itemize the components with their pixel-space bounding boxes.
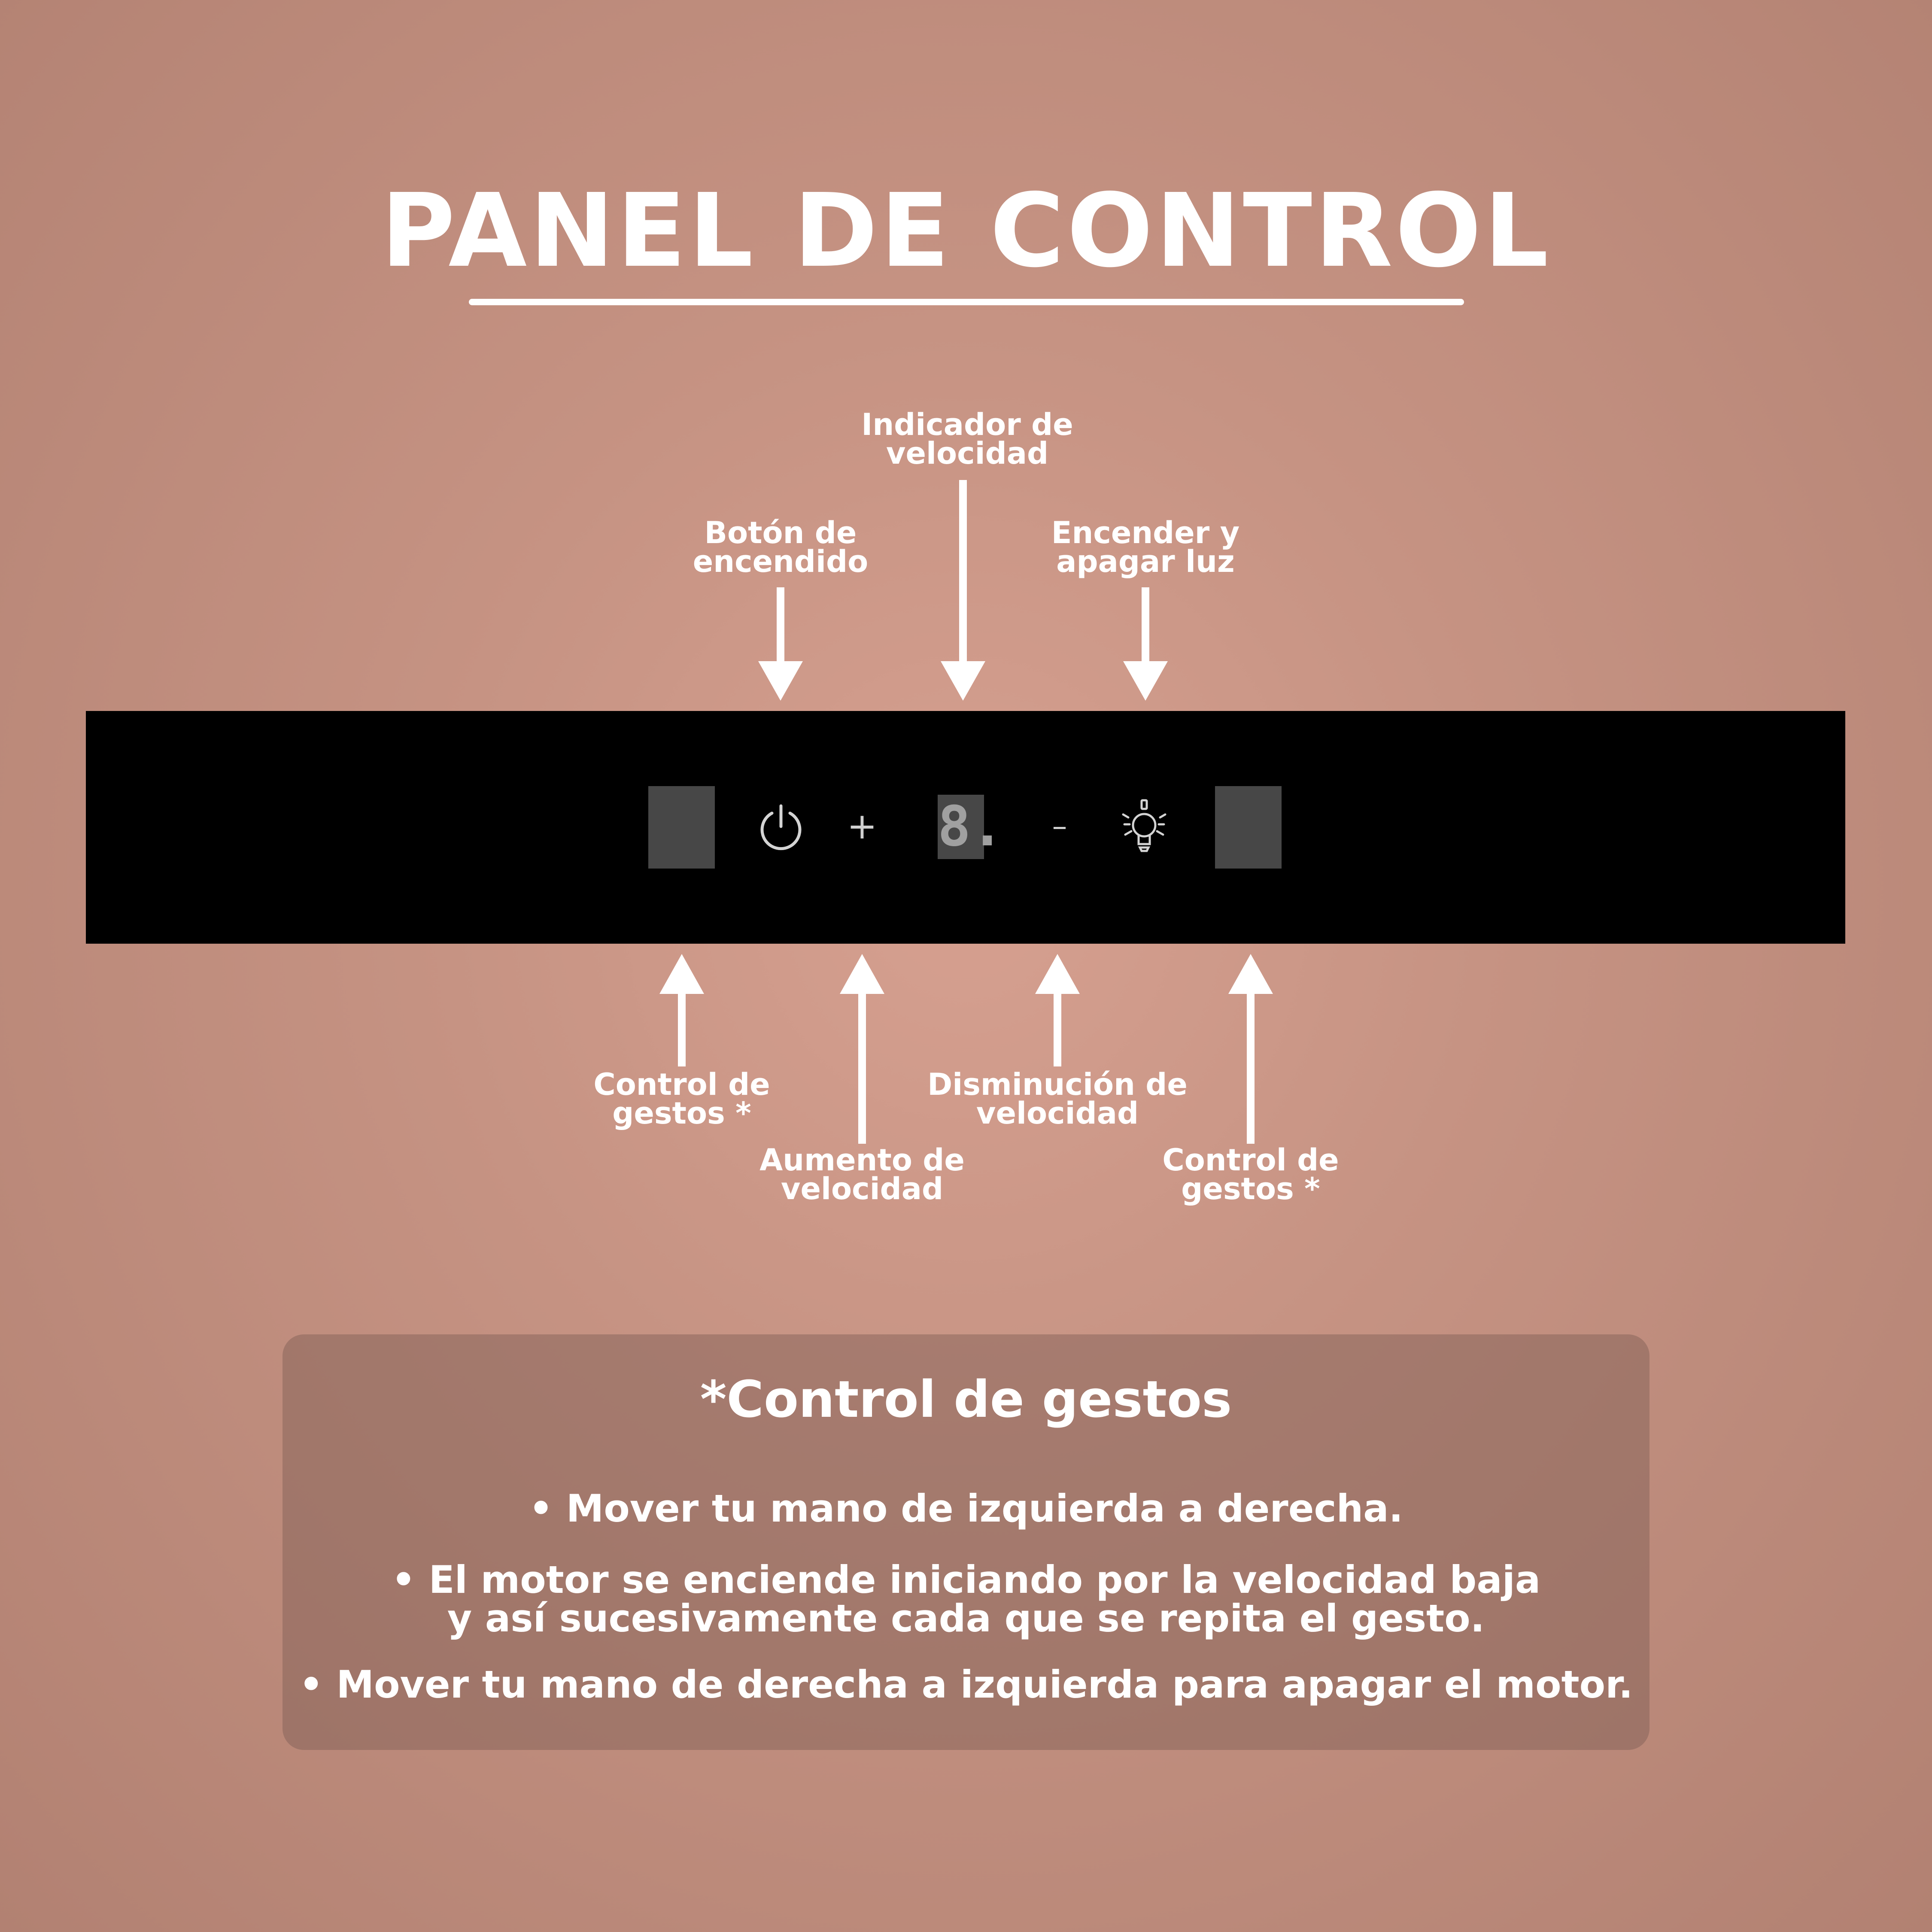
callout-line: Indicador de — [861, 407, 1073, 442]
callout-line: Control de — [593, 1067, 770, 1102]
arrow-down-power — [758, 587, 803, 701]
arrow-up-gesture-left — [659, 954, 704, 1066]
callout-line: Disminución de — [927, 1067, 1188, 1102]
callout-line: gestos * — [612, 1096, 751, 1131]
callout-line: Botón de — [704, 515, 857, 550]
page-title: PANEL DE CONTROL — [381, 172, 1551, 290]
gesture-notes-box: *Control de gestos • Mover tu mano de iz… — [283, 1334, 1649, 1750]
arrow-up-speed-up — [840, 954, 884, 1144]
note-item-continuation: y así sucesivamente cada que se repita e… — [447, 1596, 1485, 1640]
light-bulb-icon[interactable] — [1114, 797, 1174, 857]
callout-light-toggle: Encender y apagar luz — [1051, 515, 1240, 579]
notes-title: *Control de gestos — [700, 1370, 1232, 1429]
callout-gesture-control-right: Control de gestos * — [1162, 1142, 1339, 1206]
note-item: • Mover tu mano de izquierda a derecha. — [529, 1486, 1403, 1531]
speed-display: 8. — [938, 795, 1004, 859]
callout-gesture-control-left: Control de gestos * — [593, 1067, 770, 1131]
speed-down-button[interactable]: – — [1052, 808, 1067, 844]
arrow-up-gesture-right — [1228, 954, 1273, 1144]
callout-speed-up: Aumento de velocidad — [759, 1142, 965, 1206]
note-item: • El motor se enciende iniciando por la … — [391, 1558, 1541, 1602]
gesture-sensor-left[interactable] — [648, 786, 715, 869]
callout-power-button: Botón de encendido — [693, 515, 869, 579]
control-panel: + 8. – — [86, 711, 1845, 944]
arrow-down-speed-indicator — [941, 480, 985, 701]
callout-line: velocidad — [976, 1096, 1139, 1131]
speed-up-button[interactable]: + — [847, 805, 878, 847]
callout-line: gestos * — [1181, 1171, 1320, 1206]
callout-line: Control de — [1162, 1142, 1339, 1178]
title-underline — [469, 299, 1464, 305]
callout-speed-down: Disminución de velocidad — [927, 1067, 1188, 1131]
gesture-sensor-right[interactable] — [1215, 786, 1282, 869]
speed-digit: 8. — [938, 795, 1004, 859]
callout-speed-indicator: Indicador de velocidad — [861, 410, 1073, 468]
callout-line: velocidad — [781, 1171, 944, 1206]
note-item: • Mover tu mano de derecha a izquierda p… — [299, 1662, 1633, 1707]
callout-line: apagar luz — [1056, 544, 1235, 579]
power-icon[interactable] — [756, 802, 806, 852]
arrow-down-light — [1123, 587, 1168, 701]
callout-line: velocidad — [886, 436, 1049, 471]
callout-line: Encender y — [1051, 515, 1240, 550]
callout-line: encendido — [693, 544, 869, 579]
arrow-up-speed-down — [1035, 954, 1080, 1066]
callout-line: Aumento de — [759, 1142, 965, 1178]
